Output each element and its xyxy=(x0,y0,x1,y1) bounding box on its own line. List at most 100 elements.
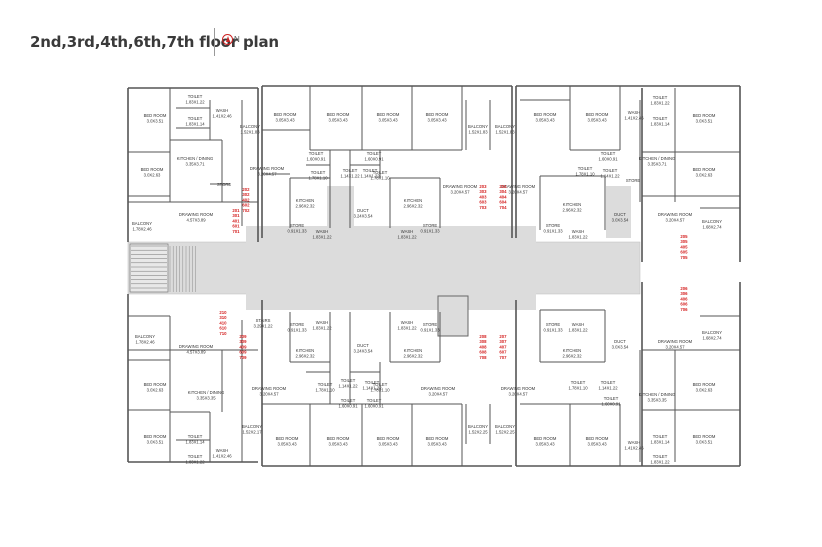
room-label: BED ROOM xyxy=(276,436,299,441)
room-dimension: 3.05X3.43 xyxy=(427,442,447,447)
flat-number: 303 xyxy=(479,189,487,194)
room-dimension: 1.60X0.91 xyxy=(338,404,358,409)
flat-number: 302 xyxy=(242,192,250,197)
room-dimension: 3.20X4.57 xyxy=(428,392,448,397)
room-label: DUCT xyxy=(357,343,369,348)
room-dimension: 3.35X3.35 xyxy=(647,398,667,403)
flat-number: 206 xyxy=(680,286,688,291)
room-dimension: 1.83X1.22 xyxy=(185,100,205,105)
flat-number: 202 xyxy=(242,187,250,192)
room-label: BED ROOM xyxy=(693,434,716,439)
room-dimension: 3.20X4.57 xyxy=(508,190,528,195)
room-label: KITCHEN / DINING xyxy=(177,156,214,161)
room-label: WASH xyxy=(401,320,413,325)
room-dimension: 3.0X3.54 xyxy=(612,345,629,350)
room-dimension: 1.60X0.91 xyxy=(364,404,384,409)
room-label: TOILET xyxy=(363,168,378,173)
room-dimension: 2.96X2.32 xyxy=(295,204,315,209)
flat-number: 607 xyxy=(499,350,507,355)
room-label: TOILET xyxy=(571,380,586,385)
room-label: KITCHEN / DINING xyxy=(639,392,676,397)
room-label: TOILET xyxy=(367,398,382,403)
room-label: DRAWING ROOM xyxy=(179,212,214,217)
room-dimension: 3.0X3.51 xyxy=(147,440,164,445)
lift-lobby-upper xyxy=(246,226,536,256)
flat-number: 409 xyxy=(239,344,247,349)
room-label: DRAWING ROOM xyxy=(250,166,285,171)
room-dimension: 0.91X1.33 xyxy=(543,229,563,234)
room-label: BED ROOM xyxy=(426,436,449,441)
flat-number: 603 xyxy=(479,200,487,205)
room-dimension: 1.60X0.91 xyxy=(601,402,621,407)
flat-number: 209 xyxy=(239,334,247,339)
room-dimension: 1.83X1.22 xyxy=(312,235,332,240)
flat-number: 604 xyxy=(499,200,507,205)
room-dimension: 1.83X1.14 xyxy=(650,122,670,127)
flat-number: 304 xyxy=(499,189,507,194)
room-dimension: 1.14X1.22 xyxy=(338,384,358,389)
room-dimension: 1.83X1.22 xyxy=(650,460,670,465)
room-dimension: 1.83X1.22 xyxy=(568,328,588,333)
room-dimension: 1.52X1.83 xyxy=(495,130,515,135)
flat-number: 601 xyxy=(232,224,240,229)
room-dimension: 1.52X1.83 xyxy=(468,130,488,135)
room-dimension: 0.91X1.33 xyxy=(287,229,307,234)
room-dimension: 1.78X1.10 xyxy=(370,176,390,181)
room-label: STORE xyxy=(423,223,438,228)
flat-number: 606 xyxy=(680,302,688,307)
room-dimension: 1.14X1.22 xyxy=(598,386,618,391)
lift-lobby-lower xyxy=(246,280,536,310)
room-dimension: 3.05X3.43 xyxy=(587,442,607,447)
flat-number: 403 xyxy=(479,194,487,199)
flat-number: 210 xyxy=(219,310,227,315)
room-label: TOILET xyxy=(603,168,618,173)
room-dimension: 1.83X1.22 xyxy=(568,235,588,240)
room-dimension: 1.14X1.22 xyxy=(360,174,380,179)
room-label: BED ROOM xyxy=(426,112,449,117)
room-label: BED ROOM xyxy=(327,436,350,441)
flat-number: 204 xyxy=(499,184,507,189)
room-label: BED ROOM xyxy=(534,112,557,117)
room-label: BED ROOM xyxy=(586,436,609,441)
room-dimension: 3.05X3.43 xyxy=(587,118,607,123)
room-dimension: 3.05X3.43 xyxy=(328,442,348,447)
room-dimension: 3.20X4.57 xyxy=(508,392,528,397)
room-dimension: 3.05X3.43 xyxy=(328,118,348,123)
room-dimension: 3.05X3.43 xyxy=(378,118,398,123)
room-label: STAIRS xyxy=(256,318,271,323)
room-dimension: 2.96X2.32 xyxy=(403,354,423,359)
lift-shaft xyxy=(437,295,469,337)
page-title: 2nd,3rd,4th,6th,7th floor plan xyxy=(30,33,279,51)
room-label: TOILET xyxy=(188,116,203,121)
room-dimension: 3.35X3.35 xyxy=(196,396,216,401)
flat-number: 201 xyxy=(232,208,240,213)
room-dimension: 1.78X2.46 xyxy=(135,340,155,345)
room-label: TOILET xyxy=(373,382,388,387)
room-dimension: 1.78X1.10 xyxy=(575,172,595,177)
room-dimension: 2.96X2.32 xyxy=(403,204,423,209)
flat-number: 301 xyxy=(232,213,240,218)
room-label: WASH xyxy=(316,320,328,325)
room-label: KITCHEN / DINING xyxy=(639,156,676,161)
room-label: STORE xyxy=(290,322,305,327)
room-dimension: 1.83X1.22 xyxy=(650,101,670,106)
room-label: KITCHEN xyxy=(563,202,581,207)
flat-number: 704 xyxy=(499,205,507,210)
north-arrow-icon xyxy=(222,34,233,45)
flat-number: 407 xyxy=(499,344,507,349)
room-label: WASH xyxy=(216,108,228,113)
room-dimension: 0.91X1.33 xyxy=(543,328,563,333)
room-dimension: 2.96X2.32 xyxy=(562,354,582,359)
room-dimension: 1.83X1.14 xyxy=(185,440,205,445)
room-dimension: 3.05X3.43 xyxy=(275,118,295,123)
room-label: BED ROOM xyxy=(144,382,167,387)
room-label: TOILET xyxy=(653,454,668,459)
north-letter: N xyxy=(234,35,240,44)
room-dimension: 1.52X2.17 xyxy=(242,430,262,435)
flat-number: 402 xyxy=(242,197,250,202)
room-label: KITCHEN xyxy=(296,348,314,353)
flat-number: 706 xyxy=(680,307,688,312)
room-label: BALCONY xyxy=(702,330,722,335)
room-label: WASH xyxy=(628,440,640,445)
room-dimension: 1.52X2.25 xyxy=(468,430,488,435)
